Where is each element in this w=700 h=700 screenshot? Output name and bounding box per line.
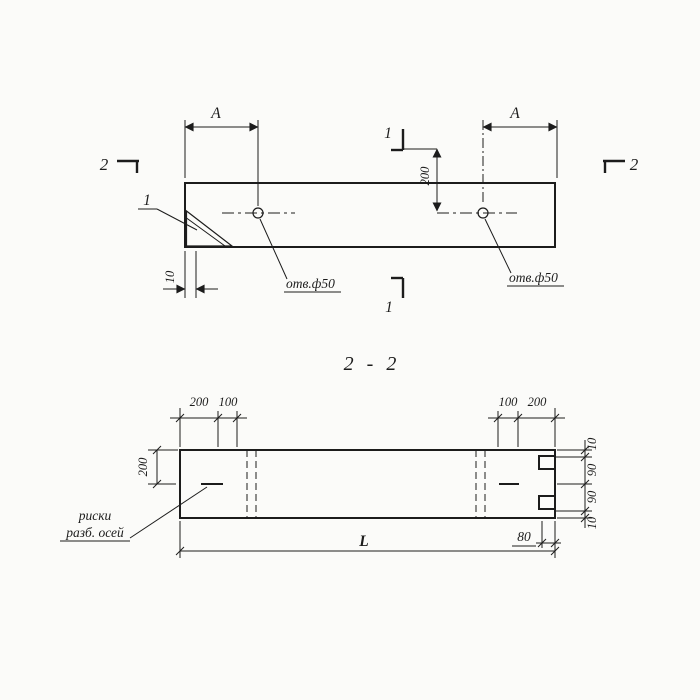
dim-a-left: A — [184, 105, 259, 206]
dim-top-right: 100 200 — [488, 395, 565, 447]
section-mark-1-top: 1 — [384, 125, 405, 152]
corner-detail-triangle — [185, 209, 234, 247]
dim-200-vertical: 200 — [403, 148, 442, 212]
dim-right-chain: 10 90 90 10 — [556, 437, 599, 529]
beam-outline — [184, 182, 556, 248]
dim-200-label: 200 — [418, 166, 432, 186]
section-1-bottom-label: 1 — [385, 299, 393, 316]
dim-length: L — [175, 521, 560, 558]
dim-a-right-label: A — [509, 105, 520, 122]
dim-length-label: L — [358, 533, 368, 550]
hole-left — [222, 207, 295, 219]
dim-top-left-200: 200 — [190, 395, 210, 409]
dim-right-10-bottom: 10 — [585, 516, 599, 529]
section-title: 2 - 2 — [344, 353, 401, 375]
hidden-lines — [246, 450, 486, 518]
right-end-notches — [538, 455, 556, 510]
axis-marks-label: риски разб. осей — [60, 486, 208, 542]
dim-10: 10 — [163, 251, 218, 298]
dim-right-10-top: 10 — [585, 437, 599, 450]
dim-top-right-200: 200 — [528, 395, 548, 409]
section-mark-2-right: 2 — [603, 155, 639, 174]
plan-view: 1 A A 2 2 — [100, 105, 639, 316]
dim-left-height: 200 — [136, 445, 178, 489]
section-mark-2-left: 2 — [100, 155, 139, 174]
dim-left-200: 200 — [136, 457, 150, 477]
section-mark-1-bottom: 1 — [385, 276, 405, 316]
hole-label-left: отв.ф50 — [259, 218, 341, 293]
dim-80: 80 — [512, 521, 561, 548]
axis-label-line2: разб. осей — [65, 525, 124, 540]
dim-a-right: A — [482, 105, 558, 204]
section-2-left-label: 2 — [100, 155, 109, 174]
dim-right-90-upper: 90 — [585, 463, 599, 476]
dim-a-left-label: A — [210, 105, 221, 122]
dim-top-right-100: 100 — [499, 395, 519, 409]
hole-left-text: отв.ф50 — [286, 276, 335, 291]
section-2-right-label: 2 — [630, 155, 639, 174]
section-outline — [179, 449, 556, 519]
section-1-top-label: 1 — [384, 125, 392, 142]
axis-label-line1: риски — [78, 508, 112, 523]
detail-callout: 1 — [138, 192, 198, 231]
hole-label-right: отв.ф50 — [484, 218, 564, 287]
dim-right-90-lower: 90 — [585, 490, 599, 503]
dim-80-label: 80 — [517, 529, 531, 544]
dim-10-label: 10 — [163, 270, 177, 283]
section-view: 200 100 100 200 200 — [60, 395, 599, 558]
dim-top-left: 200 100 — [170, 395, 247, 447]
detail-callout-label: 1 — [143, 192, 151, 209]
hole-right — [437, 207, 517, 219]
hole-right-text: отв.ф50 — [509, 270, 558, 285]
dim-top-left-100: 100 — [219, 395, 239, 409]
